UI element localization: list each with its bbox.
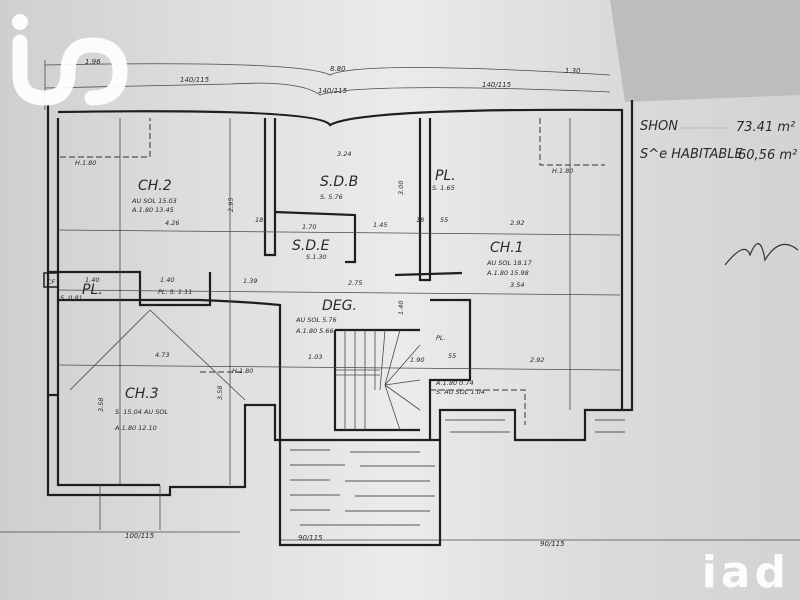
paper-corner [610, 0, 800, 102]
room-pl1: PL. S. 1.65 [432, 168, 456, 192]
svg-text:PL.: PL. [82, 282, 103, 298]
svg-text:H.1.80: H.1.80 [552, 167, 573, 175]
svg-text:3.24: 3.24 [337, 150, 351, 158]
svg-text:S. AU SOL 1.04: S. AU SOL 1.04 [436, 388, 485, 396]
svg-text:DEG.: DEG. [322, 298, 357, 314]
room-sdb: S.D.B S. 5.76 3.24 [320, 150, 358, 201]
habitable-value: 60,56 m² [738, 148, 797, 163]
signature [724, 243, 799, 266]
dim-top-5: 140/115 [318, 87, 348, 95]
area-summary: SHON 73.41 m² S^e HABITABLE 60,56 m² [640, 119, 797, 163]
dim-misc: 18 [255, 216, 263, 224]
svg-text:CH.1: CH.1 [490, 240, 524, 256]
dim-top-6: 140/115 [482, 81, 512, 89]
dim-misc: 18 [416, 216, 424, 224]
svg-text:4.73: 4.73 [155, 351, 169, 359]
ceiling-height-lines [60, 118, 605, 425]
balcony-hatch [278, 419, 625, 547]
room-sde: S.D.E S.1.30 1.70 [292, 223, 330, 261]
svg-text:S. 15.04 AU SOL: S. 15.04 AU SOL [115, 408, 168, 416]
dim-misc: 1.03 [308, 353, 322, 361]
room-ch1: CH.1 AU SOL 18.17 A.1.80 15.98 3.54 2.92… [486, 167, 573, 289]
dim-top-3: 1.30 [565, 67, 581, 75]
svg-text:A.1.80 13.45: A.1.80 13.45 [131, 206, 174, 214]
dim-misc: 3.00 [397, 181, 405, 195]
dim-bottom-3: 90/115 [540, 540, 565, 548]
room-ch2: CH.2 AU SOL 15.03 A.1.80 13.45 4.26 H.1.… [75, 159, 179, 227]
svg-text:CH.3: CH.3 [125, 386, 159, 402]
dim-top-1: 1.96 [85, 58, 101, 66]
dim-misc: 1.40 [397, 301, 405, 315]
svg-text:1.40: 1.40 [160, 276, 174, 284]
dim-bottom-2: 90/115 [298, 534, 323, 542]
staircase [335, 329, 421, 431]
dim-misc: 3.58 [216, 386, 224, 400]
svg-text:2.92: 2.92 [510, 219, 524, 227]
iad-logo [12, 14, 128, 106]
dim-misc: 1.45 [373, 221, 387, 229]
svg-text:2.75: 2.75 [348, 279, 362, 287]
svg-text:S.D.E: S.D.E [292, 238, 330, 254]
logo-brand-text: iad [701, 547, 790, 598]
svg-text:4.26: 4.26 [165, 219, 179, 227]
shon-label: SHON [640, 119, 678, 134]
svg-text:S.1.30: S.1.30 [306, 253, 327, 261]
svg-text:1.40: 1.40 [85, 276, 99, 284]
svg-text:H.1.80: H.1.80 [75, 159, 96, 167]
svg-text:PL.: PL. [436, 334, 446, 342]
svg-text:S. 1.65: S. 1.65 [432, 184, 455, 192]
svg-text:AU SOL 18.17: AU SOL 18.17 [486, 259, 533, 267]
walls [43, 100, 634, 497]
svg-text:A.1.80 0.74: A.1.80 0.74 [435, 379, 474, 387]
svg-text:3.54: 3.54 [510, 281, 524, 289]
dim-misc: 1.90 [410, 356, 424, 364]
svg-text:S. 5.76: S. 5.76 [320, 193, 343, 201]
svg-text:H.1.80: H.1.80 [232, 367, 253, 375]
svg-text:CH.2: CH.2 [138, 178, 172, 194]
svg-text:A.1.80 12.10: A.1.80 12.10 [114, 424, 157, 432]
room-pl4: PL. A.1.80 0.74 S. AU SOL 1.04 [435, 334, 485, 396]
shon-value: 73.41 m² [736, 120, 795, 135]
dimension-lines [0, 118, 800, 541]
svg-text:PL. S. 1.11: PL. S. 1.11 [158, 288, 192, 296]
svg-text:PL.: PL. [435, 168, 456, 184]
svg-text:S.D.B: S.D.B [320, 174, 358, 190]
svg-text:S. 0.81: S. 0.81 [60, 294, 83, 302]
room-pl2: PL. S. 0.81 1.40 [60, 276, 103, 302]
dim-misc: 55 [440, 216, 448, 224]
svg-text:AU SOL 5.76: AU SOL 5.76 [295, 316, 337, 324]
dim-misc: 2.92 [530, 356, 544, 364]
dim-top-4: 140/115 [180, 76, 210, 84]
room-pl3: PL. S. 1.11 1.40 [158, 276, 192, 296]
svg-text:1.70: 1.70 [302, 223, 316, 231]
room-deg: DEG. AU SOL 5.76 A.1.80 5.66 2.75 [295, 279, 362, 335]
dim-top-2: 8.80 [330, 65, 346, 73]
room-cf: CF [47, 278, 56, 286]
dim-misc: 55 [448, 352, 456, 360]
room-ch3: CH.3 S. 15.04 AU SOL A.1.80 12.10 4.73 H… [114, 351, 253, 432]
dim-bottom-1: 100/115 [125, 532, 155, 540]
svg-text:A.1.80 15.98: A.1.80 15.98 [486, 269, 529, 277]
dim-misc: 3.58 [97, 398, 105, 412]
svg-text:AU SOL 15.03: AU SOL 15.03 [131, 197, 177, 205]
dim-misc: 2.95 [227, 198, 235, 212]
dim-misc: 1.39 [243, 277, 257, 285]
svg-text:A.1.80 5.66: A.1.80 5.66 [295, 327, 334, 335]
habitable-label: S^e HABITABLE [640, 147, 743, 162]
